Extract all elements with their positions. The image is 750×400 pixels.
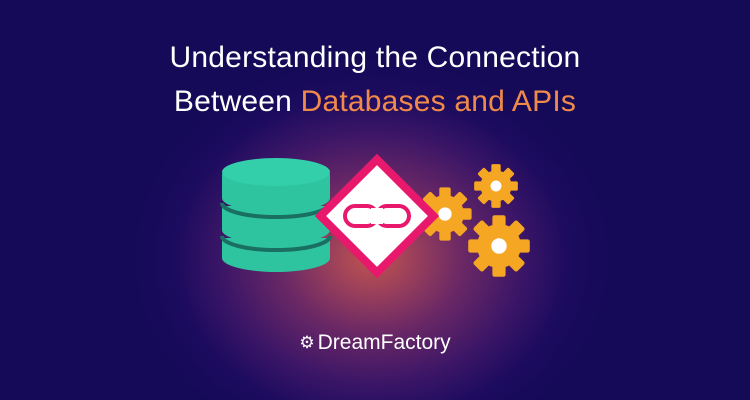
headline-text-1: Understanding the Connection [169, 41, 581, 74]
headline-line-2: Between Databases and APIs [0, 82, 750, 122]
brand-logo: ⚙DreamFactory [0, 328, 750, 358]
headline-text-2-accent: Databases and APIs [300, 85, 577, 118]
gears-icon [418, 164, 530, 277]
headline-line-1: Understanding the Connection [0, 38, 750, 78]
database-icon [220, 158, 332, 272]
headline-text-2-prefix: Between [173, 85, 301, 118]
brand-name: DreamFactory [317, 331, 451, 354]
gear-icon: ⚙ [299, 333, 315, 352]
link-icon [314, 153, 440, 279]
